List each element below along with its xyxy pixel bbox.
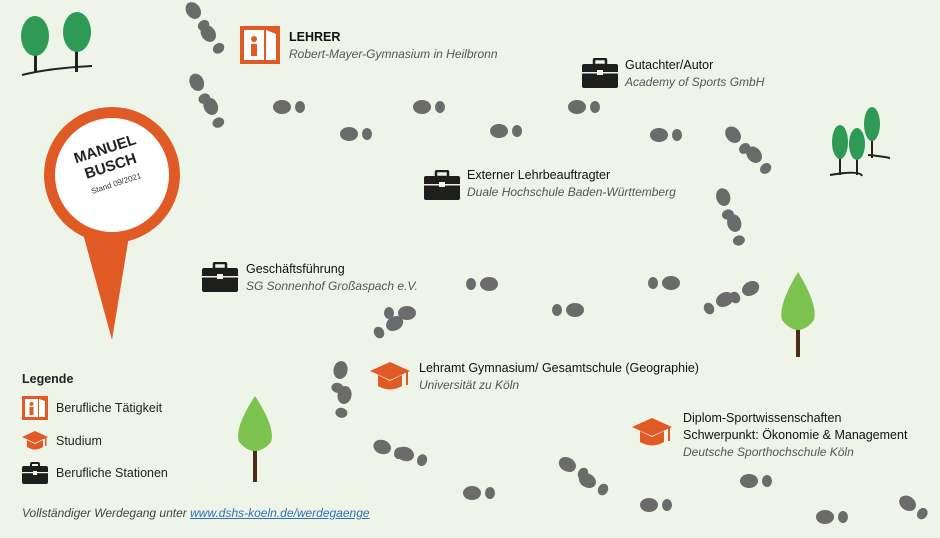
station-lehramt-icon-wrap <box>370 360 410 399</box>
briefcase-icon <box>202 261 238 292</box>
footer: Vollständiger Werdegang unter www.dshs-k… <box>22 506 370 520</box>
footer-text: Vollständiger Werdegang unter <box>22 506 191 520</box>
graduation-cap-icon <box>22 431 48 450</box>
tree-icon <box>238 396 272 482</box>
graduation-cap-icon <box>632 418 672 446</box>
station-subtitle: SG Sonnenhof Großaspach e.V. <box>246 279 418 293</box>
briefcase-icon <box>582 57 618 88</box>
legend-label: Berufliche Stationen <box>56 466 168 480</box>
door-icon <box>240 26 280 64</box>
station-subtitle: Robert-Mayer-Gymnasium in Heilbronn <box>289 47 498 61</box>
station-diplom-icon-wrap <box>632 416 672 455</box>
tree-icon <box>829 107 891 177</box>
station-geschaeftsfuehrung: Geschäftsführung SG Sonnenhof Großaspach… <box>246 262 418 293</box>
station-gutachter: Gutachter/Autor Academy of Sports GmbH <box>625 58 764 89</box>
station-title: Geschäftsführung <box>246 262 345 276</box>
station-title: Lehramt Gymnasium/ Gesamtschule (Geograp… <box>419 361 699 375</box>
legend-label: Studium <box>56 434 102 448</box>
tree-icon <box>21 12 93 76</box>
station-title-line2: Schwerpunkt: Ökonomie & Management <box>683 428 908 442</box>
station-lehrbeauftragter: Externer Lehrbeauftragter Duale Hochschu… <box>467 168 676 199</box>
station-title-line1: Diplom-Sportwissenschaften <box>683 411 842 425</box>
station-title: Externer Lehrbeauftragter <box>467 168 611 182</box>
station-lehrbeauftragter-icon-wrap <box>424 169 460 205</box>
station-subtitle: Duale Hochschule Baden-Württemberg <box>467 185 676 199</box>
station-title: Gutachter/Autor <box>625 58 714 72</box>
station-subtitle: Deutsche Sporthochschule Köln <box>683 445 854 459</box>
legend-item-studium: Studium <box>22 430 168 452</box>
door-icon <box>22 396 48 420</box>
station-diplom: Diplom-Sportwissenschaften Schwerpunkt: … <box>683 411 907 459</box>
station-lehrer: LEHRER Robert-Mayer-Gymnasium in Heilbro… <box>289 30 498 61</box>
tree-icon <box>781 272 815 357</box>
legend-item-stationen: Berufliche Stationen <box>22 462 168 484</box>
graduation-cap-icon <box>370 362 410 390</box>
station-gutachter-icon-wrap <box>582 57 618 93</box>
location-pin-icon <box>44 107 180 340</box>
station-geschaeftsfuehrung-icon-wrap <box>202 261 238 297</box>
briefcase-icon <box>22 462 48 484</box>
briefcase-icon <box>424 169 460 200</box>
station-subtitle: Academy of Sports GmbH <box>625 75 765 89</box>
station-title: LEHRER <box>289 30 341 44</box>
station-subtitle: Universität zu Köln <box>419 378 520 392</box>
legend-label: Berufliche Tätigkeit <box>56 401 163 415</box>
station-lehrer-icon-wrap <box>240 26 280 69</box>
station-lehramt: Lehramt Gymnasium/ Gesamtschule (Geograp… <box>419 361 699 392</box>
legend-title: Legende <box>22 372 74 386</box>
legend: Legende Berufliche Tätigkeit Studium Ber… <box>22 372 168 484</box>
werdegang-link[interactable]: www.dshs-koeln.de/werdegaenge <box>190 506 370 520</box>
legend-item-taetigkeit: Berufliche Tätigkeit <box>22 396 168 420</box>
